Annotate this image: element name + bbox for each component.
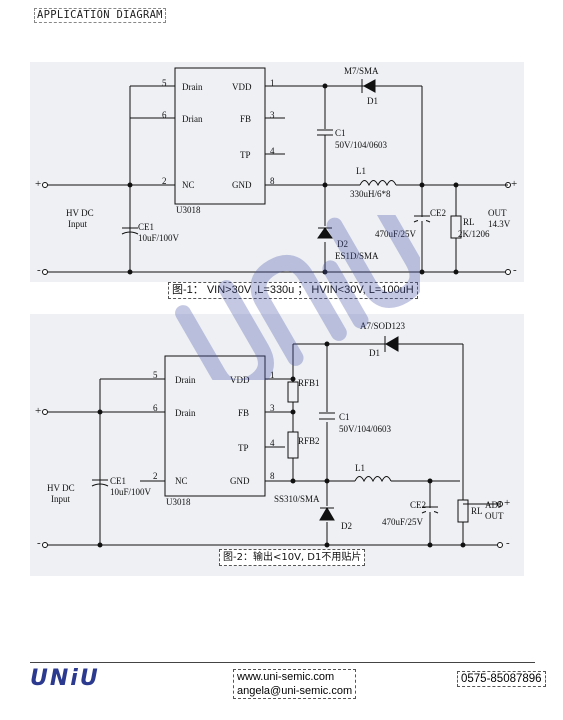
plus-output-label: + [504, 497, 511, 509]
pin6-label: Drian [182, 114, 203, 124]
ce1-name: CE1 [110, 476, 127, 486]
website-link[interactable]: www.uni-semic.com [237, 671, 335, 683]
d1-name: D1 [367, 96, 378, 106]
ce2-name: CE2 [410, 500, 427, 510]
phone-number: 0575-85087896 [457, 671, 546, 687]
rl-value: 2K/1206 [458, 229, 490, 239]
rl-name: RL [471, 506, 483, 516]
input-label-2: Input [51, 494, 70, 504]
pin3-label: FB [238, 408, 250, 418]
pin5-label: Drain [175, 375, 196, 385]
pin6-label: Drain [175, 408, 196, 418]
pin2-label: NC [182, 180, 195, 190]
l1-name: L1 [356, 166, 366, 176]
schematic-diagram-2: + - + - 5 Drain 6 Drain 2 NC 1 VDD 3 FB … [30, 314, 524, 576]
input-label-1: HV DC [66, 208, 94, 218]
pin8-label: GND [230, 476, 250, 486]
l1-name: L1 [355, 463, 365, 473]
minus-output-label: - [513, 264, 517, 276]
plus-input-label: + [35, 178, 42, 190]
input-label-1: HV DC [47, 483, 75, 493]
pin4-label: TP [240, 150, 251, 160]
ce1-name: CE1 [138, 222, 155, 232]
minus-output-terminal [505, 269, 511, 275]
d2-name: D2 [341, 521, 352, 531]
ce2-value: 470uF/25V [375, 229, 417, 239]
pin6-num: 6 [153, 403, 158, 413]
email-link[interactable]: angela@uni-semic.com [237, 685, 353, 697]
c1-name: C1 [339, 412, 350, 422]
ic-name: U3018 [166, 497, 191, 507]
plus-output-label: + [511, 178, 518, 190]
rfb2-label: RFB2 [298, 436, 320, 446]
c1-name: C1 [335, 128, 346, 138]
pin4-num: 4 [270, 146, 275, 156]
d2-part: SS310/SMA [274, 494, 320, 504]
pin8-num: 8 [270, 471, 275, 481]
footer-divider [30, 662, 535, 663]
rl-name: RL [463, 217, 475, 227]
d1-part: A7/SOD123 [360, 321, 406, 331]
plus-input-terminal [42, 182, 48, 188]
figure-2-caption: 图-2：输出<10V, D1不用贴片 [219, 549, 366, 566]
pin4-label: TP [238, 443, 249, 453]
c1-value: 50V/104/0603 [335, 140, 388, 150]
l1-value: 330uH/6*8 [350, 189, 391, 199]
out-label-2: OUT [485, 511, 504, 521]
out-label-1: ADJ [485, 500, 502, 510]
pin3-label: FB [240, 114, 252, 124]
contact-block: www.uni-semic.com angela@uni-semic.com [233, 669, 357, 699]
ce1-value: 10uF/100V [110, 487, 152, 497]
schematic-diagram-1: + - + - 5 Drain 6 Drian 2 NC 1 VDD 3 FB … [30, 62, 524, 282]
pin8-label: GND [232, 180, 252, 190]
ce2-value: 470uF/25V [382, 517, 424, 527]
d2-part: ES1D/SMA [335, 251, 379, 261]
minus-input-label: - [37, 264, 41, 276]
out-value: 14.3V [488, 219, 511, 229]
section-title: APPLICATION DIAGRAM [34, 8, 166, 23]
pin1-num: 1 [270, 78, 275, 88]
c1-value: 50V/104/0603 [339, 424, 392, 434]
ic-name: U3018 [176, 205, 201, 215]
plus-input-label: + [35, 405, 42, 417]
pin2-num: 2 [153, 471, 158, 481]
minus-input-label: - [37, 537, 41, 549]
input-label-2: Input [68, 219, 87, 229]
pin4-num: 4 [270, 438, 275, 448]
ce2-name: CE2 [430, 208, 447, 218]
rfb1-label: RFB1 [298, 378, 320, 388]
minus-input-terminal [42, 269, 48, 275]
pin1-label: VDD [230, 375, 250, 385]
out-label: OUT [488, 208, 507, 218]
d1-part: M7/SMA [344, 66, 379, 76]
pin8-num: 8 [270, 176, 275, 186]
pin6-num: 6 [162, 110, 167, 120]
pin5-num: 5 [162, 78, 167, 88]
figure-1-caption: 图-1： VIN>30V ,L=330u ； HVIN<30V, L=100uH [168, 282, 418, 299]
d1-name: D1 [369, 348, 380, 358]
pin3-num: 3 [270, 403, 275, 413]
pin5-num: 5 [153, 370, 158, 380]
pin5-label: Drain [182, 82, 203, 92]
pin2-label: NC [175, 476, 188, 486]
pin1-label: VDD [232, 82, 252, 92]
ce1-value: 10uF/100V [138, 233, 180, 243]
pin3-num: 3 [270, 110, 275, 120]
pin1-num: 1 [270, 370, 275, 380]
company-logo: UNiU [30, 666, 100, 691]
d2-name: D2 [337, 239, 348, 249]
pin2-num: 2 [162, 176, 167, 186]
minus-output-label: - [506, 537, 510, 549]
